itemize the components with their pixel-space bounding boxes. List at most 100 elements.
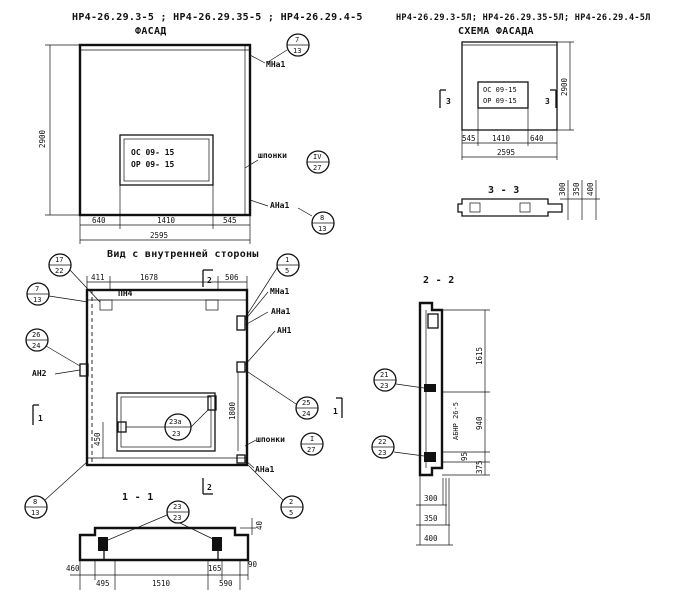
inner-top-dim-3: 506 <box>225 273 239 282</box>
scheme-outline <box>461 41 558 131</box>
inner-pn4-part <box>99 299 113 311</box>
section-3-3-title: 3 - 3 <box>488 185 520 196</box>
inner-cut-2-top: 2 <box>207 276 212 285</box>
svg-text:22: 22 <box>55 267 63 275</box>
section-1-1-dim-90: 90 <box>248 560 258 569</box>
facade-total-width: 2595 <box>150 231 168 240</box>
svg-text:13: 13 <box>31 509 39 517</box>
section-3-3-dim-3: 400 <box>586 182 595 196</box>
facade-window <box>119 134 214 186</box>
inner-callout-7-13: 7 13 <box>26 282 89 306</box>
section-3-3-dim-2: 350 <box>572 182 581 196</box>
svg-text:23: 23 <box>380 382 388 390</box>
facade-label-shponki: шпонки <box>258 151 287 160</box>
inner-label-an2: АН2 <box>32 369 47 378</box>
svg-text:IV: IV <box>313 153 322 161</box>
section-1-1-profile <box>78 526 250 562</box>
facade-scheme-view: ОС 09-15 ОР 09-15 2900 545 1410 640 2595… <box>439 41 574 160</box>
inner-an1-part <box>236 361 246 373</box>
section-1-1-title: 1 - 1 <box>122 492 154 503</box>
inner-top-dim-2: 1678 <box>140 273 159 282</box>
inner-label-pn4: ПН4 <box>118 289 133 298</box>
svg-text:23: 23 <box>378 449 386 457</box>
inner-cut-1-left: 1 <box>38 414 43 423</box>
facade-height-dim: 2900 <box>38 129 47 148</box>
scheme-total-width: 2595 <box>497 148 515 157</box>
svg-text:8: 8 <box>320 214 324 222</box>
svg-text:8: 8 <box>33 498 37 506</box>
svg-text:21: 21 <box>380 371 388 379</box>
svg-text:13: 13 <box>318 225 326 233</box>
svg-text:I: I <box>310 435 314 443</box>
svg-text:1: 1 <box>285 256 289 264</box>
scheme-window-text-1: ОС 09-15 <box>483 86 517 94</box>
section-2-2-view: 2 - 2 АБНР 26-5 1615 940 95 375 300 350 … <box>371 275 490 546</box>
section-3-3-profile <box>457 198 563 217</box>
inner-window <box>116 392 216 452</box>
inner-view-title: Вид с внутренней стороны <box>107 248 259 260</box>
svg-text:23: 23 <box>173 514 181 522</box>
scheme-cut-right: 3 <box>545 97 550 106</box>
facade-label-ana: АНа1 <box>270 201 289 210</box>
svg-text:24: 24 <box>302 410 310 418</box>
svg-text:5: 5 <box>289 509 293 517</box>
section-1-1-dim-590: 590 <box>219 579 233 588</box>
section-1-1-dim-460: 460 <box>66 564 80 573</box>
facade-dim-2: 1410 <box>157 216 176 225</box>
inner-view: 411 1678 506 2 2 1 1 1800 450 ПН4 МНа1 А… <box>24 253 343 519</box>
section-1-1-dim-1510: 1510 <box>152 579 171 588</box>
svg-text:27: 27 <box>313 164 321 172</box>
main-marks-title: НР4-26.29.3-5 ; НР4-26.29.35-5 ; НР4-26.… <box>72 12 363 23</box>
svg-text:27: 27 <box>307 446 315 454</box>
svg-text:5: 5 <box>285 267 289 275</box>
section-2-2-dim-95: 95 <box>460 452 469 461</box>
facade-title: ФАСАД <box>135 26 167 37</box>
inner-cut-2-bottom: 2 <box>207 483 212 492</box>
inner-label-shponki: шпонки <box>256 435 285 444</box>
scheme-dim-3: 640 <box>530 134 544 143</box>
inner-label-an1: АН1 <box>277 326 292 335</box>
scheme-height-dim: 2900 <box>560 77 569 96</box>
inner-label-ana-bottom: АНа1 <box>255 465 274 474</box>
facade-callout-8-13: 8 13 <box>297 207 335 235</box>
section-3-3-dim-1: 300 <box>558 182 567 196</box>
facade-label-mna: МНа1 <box>266 60 285 69</box>
section-3-3-view: 3 - 3 300 350 400 <box>457 180 600 220</box>
svg-text:23: 23 <box>172 430 180 438</box>
inner-label-ana-top: АНа1 <box>271 307 290 316</box>
section-1-1-view: 1 - 1 40 460 495 1510 165 590 90 23 23 <box>66 492 264 590</box>
facade-dim-1: 640 <box>92 216 106 225</box>
inner-outline <box>85 288 249 467</box>
svg-text:23: 23 <box>173 503 181 511</box>
inner-cut-1-right: 1 <box>333 407 338 416</box>
inner-callout-2-5: 2 5 <box>244 461 304 519</box>
inner-callout-8-13: 8 13 <box>24 461 88 519</box>
svg-text:13: 13 <box>33 296 41 304</box>
facade-dim-3: 545 <box>223 216 237 225</box>
inner-dim-1800: 1800 <box>228 401 237 420</box>
section-2-2-dim-350: 350 <box>424 514 438 523</box>
section-2-2-dim-940: 940 <box>475 416 484 430</box>
inner-callout-25-24: 25 24 <box>244 369 319 420</box>
svg-text:17: 17 <box>55 256 63 264</box>
inner-label-mna: МНа1 <box>270 287 289 296</box>
section-2-2-profile <box>418 301 444 477</box>
svg-text:24: 24 <box>32 342 40 350</box>
inner-callout-1-5: 1 5 <box>244 253 300 319</box>
section-2-2-label-abnr: АБНР 26-5 <box>452 402 460 440</box>
section-1-1-dim-165: 165 <box>208 564 222 573</box>
svg-text:26: 26 <box>32 331 40 339</box>
inner-callout-17-22: 17 22 <box>48 253 101 303</box>
facade-callout-IV-27: IV 27 <box>306 150 330 174</box>
svg-text:7: 7 <box>35 285 39 293</box>
inner-callout-26-24: 26 24 <box>25 328 81 367</box>
scheme-dim-2: 1410 <box>492 134 511 143</box>
facade-window-text-2: ОР 09- 15 <box>131 160 175 169</box>
facade-callout-7-13: 7 13 <box>267 33 310 63</box>
scheme-window <box>477 81 529 109</box>
scheme-window-text-2: ОР 09-15 <box>483 97 517 105</box>
facade-window-text-1: ОС 09- 15 <box>131 148 175 157</box>
svg-text:22: 22 <box>378 438 386 446</box>
inner-mna1-part <box>236 315 246 331</box>
